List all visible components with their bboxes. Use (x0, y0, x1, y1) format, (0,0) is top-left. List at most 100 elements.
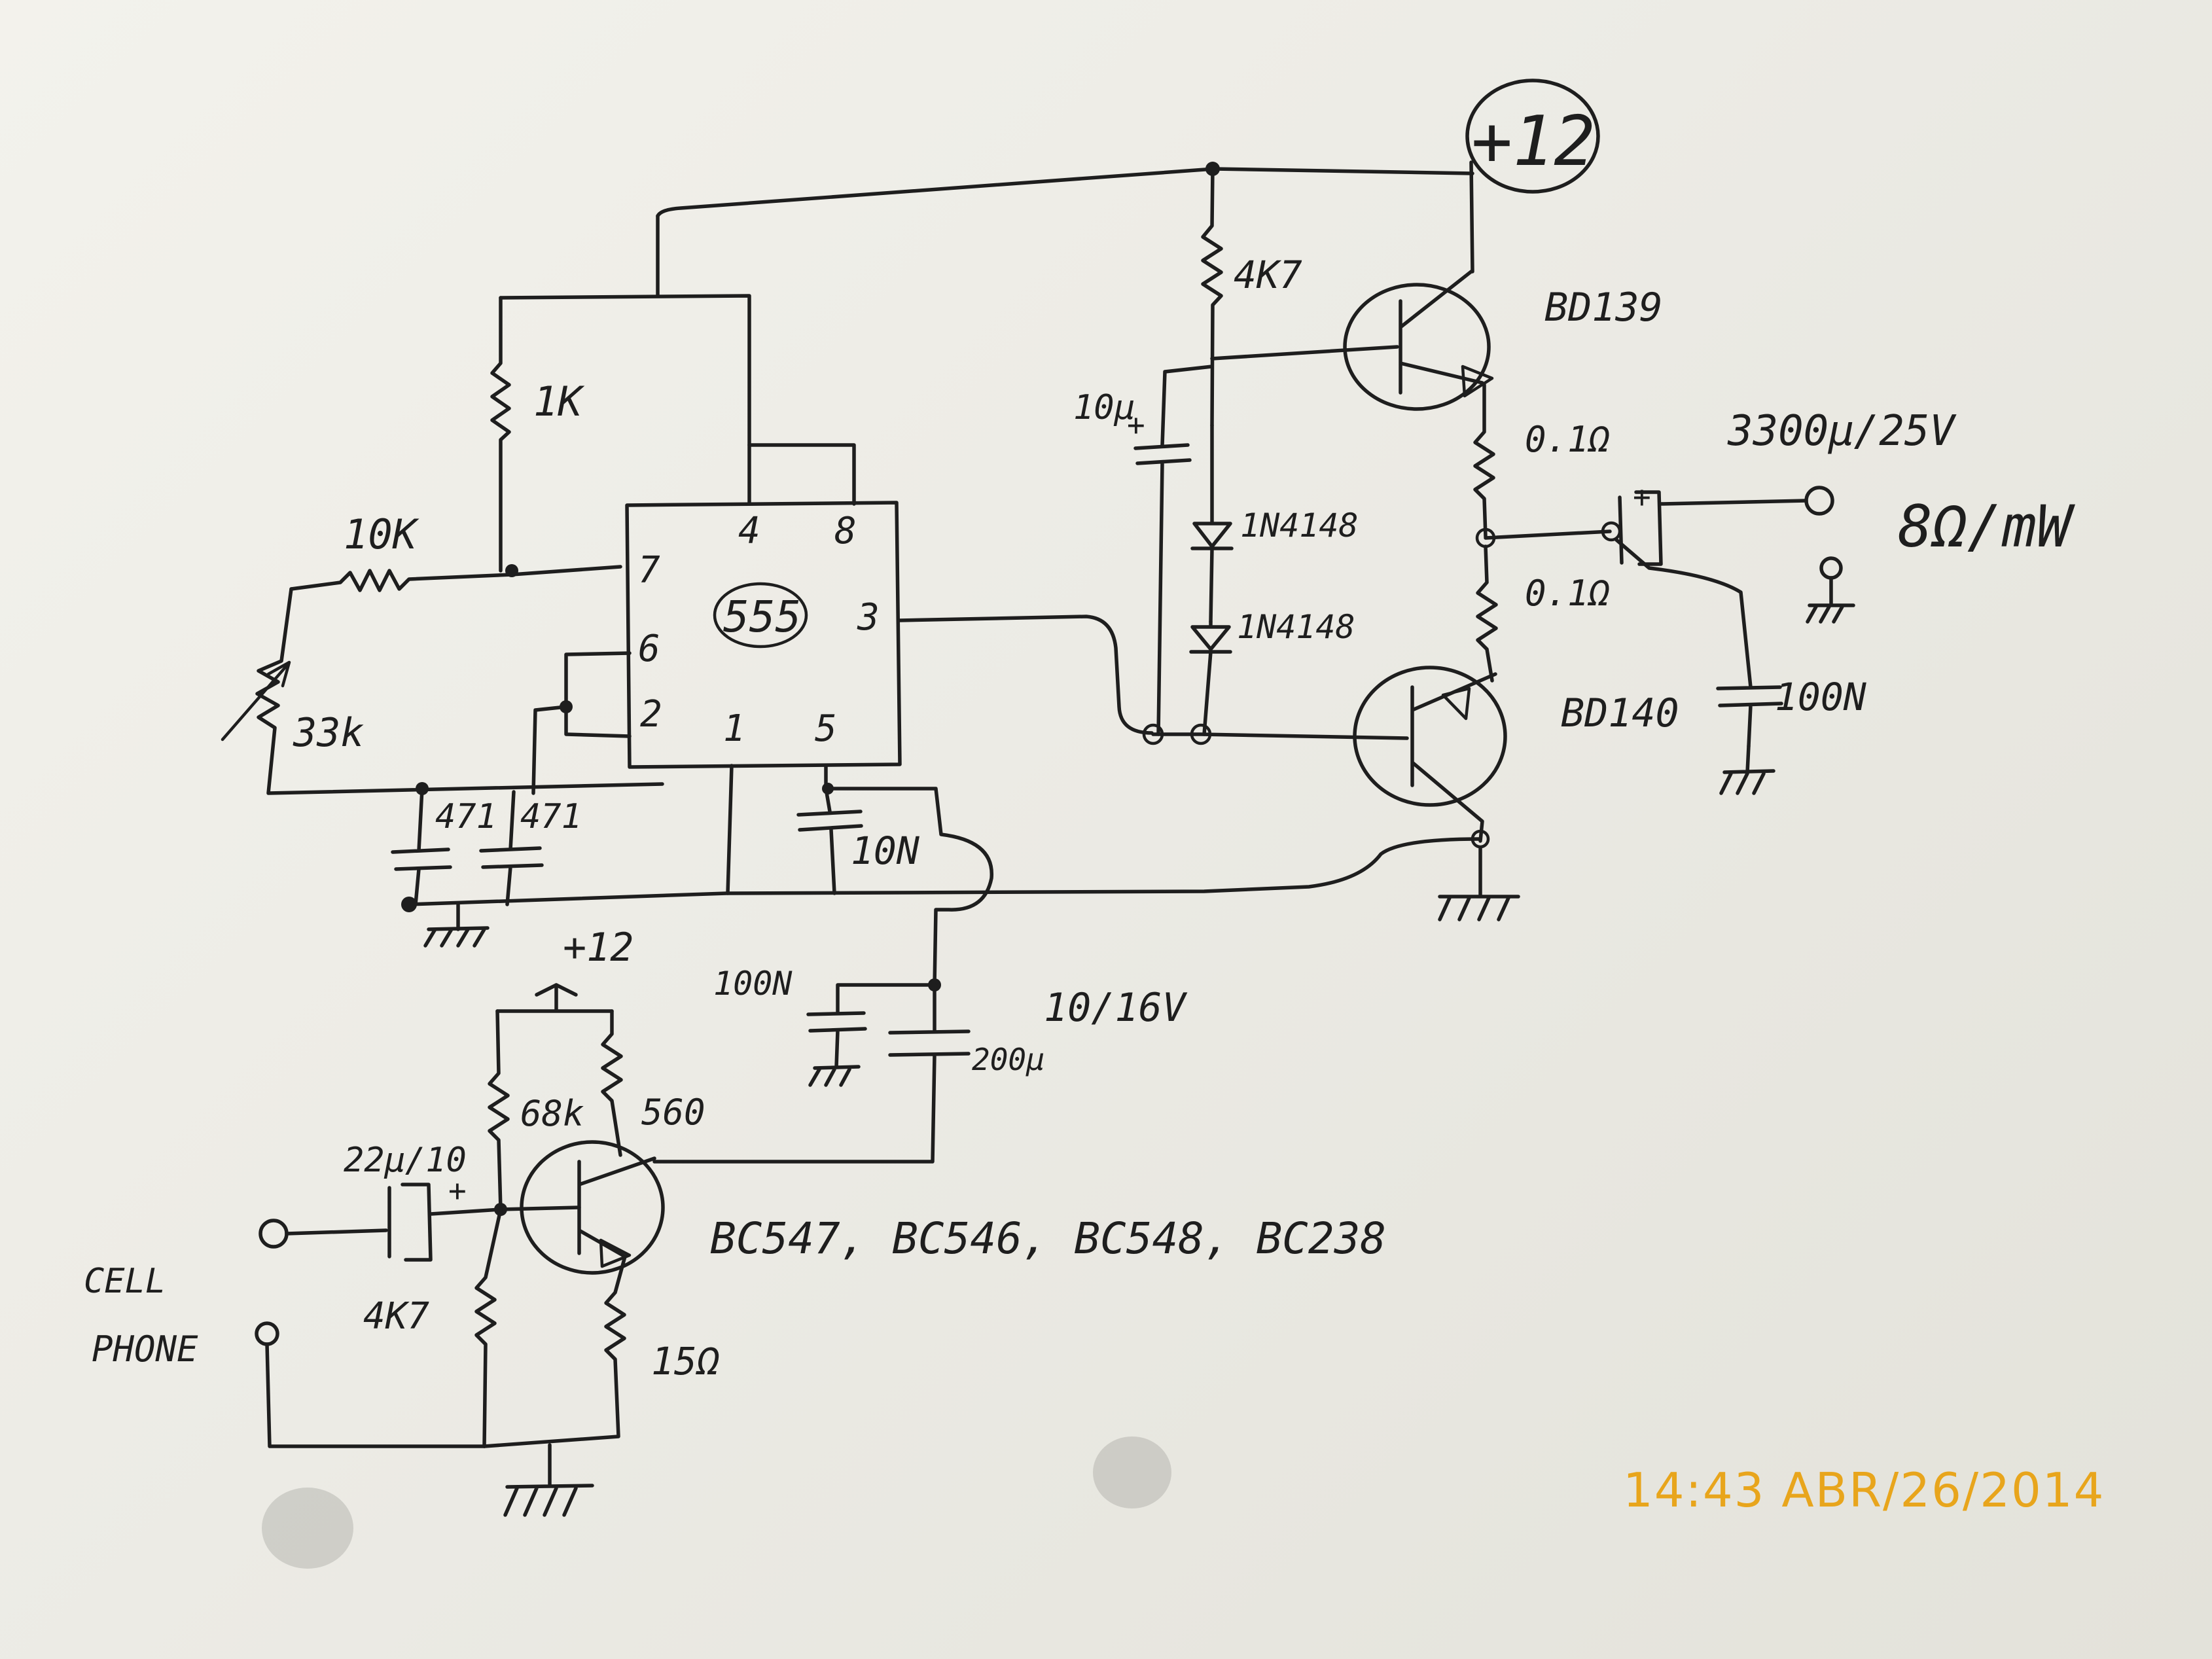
capacitor-200u (652, 983, 971, 1164)
potentiometer-33k (255, 587, 664, 795)
pin8-label: 8 (834, 510, 857, 552)
photo-timestamp: 14:43 ABR/26/2014 (1623, 1463, 2105, 1518)
cell-phone-ground-terminal[interactable] (255, 1321, 279, 1346)
pin3-label: 3 (857, 596, 880, 639)
cell-phone-input-terminal[interactable] (259, 1219, 289, 1249)
resistor-0r1-b (1476, 544, 1498, 683)
capacitor-10u (1133, 365, 1214, 736)
supply-top-label: +12 (1471, 101, 1596, 181)
resistor-68k (488, 1009, 510, 1211)
capacitor-471-b (479, 790, 544, 906)
resistor-4k7-top-label: 4K7 (1234, 253, 1302, 297)
transistor-bd140-label: BD140 (1561, 690, 1679, 736)
bd139-base-wire (1210, 345, 1399, 361)
capacitor-100n-input-label: 100N (713, 965, 793, 1003)
capacitor-10u-plus: + (1127, 407, 1145, 442)
resistor-15r-label: 15Ω (651, 1339, 720, 1383)
trigger-to-timing-wire (531, 705, 568, 795)
bd139-collector-wire (1469, 160, 1474, 274)
capacitor-200u-label: 200µ (972, 1042, 1044, 1077)
pot-wiper-arrow (221, 660, 291, 741)
pin2-label: 2 (640, 693, 662, 736)
transistor-bd139-label: BD139 (1544, 285, 1663, 330)
ground-symbol-speaker (1806, 576, 1855, 624)
resistor-1k (490, 296, 511, 573)
resistor-560-label: 560 (641, 1092, 705, 1133)
diode-a-label: 1N4148 (1240, 507, 1359, 544)
resistor-560 (601, 1009, 623, 1157)
paper-smudge (1093, 1436, 1171, 1508)
resistor-0r1-a-label: 0.1Ω (1525, 419, 1611, 460)
pin7-label: 7 (638, 549, 660, 592)
diode-b-label: 1N4148 (1237, 608, 1355, 646)
capacitor-10-16v-label: 10/16V (1044, 985, 1188, 1031)
diode-1n4148-b (1189, 620, 1232, 736)
capacitor-22u (285, 1183, 503, 1262)
resistor-15r (482, 1255, 627, 1448)
capacitor-10n-label: 10N (851, 829, 920, 873)
pin4-label: 4 (738, 510, 760, 552)
transistor-bc547 (577, 1156, 656, 1258)
resistor-10k (289, 565, 622, 592)
capacitor-3300u-plus: + (1633, 479, 1651, 514)
resistor-4k7-bottom-label: 4K7 (363, 1295, 429, 1338)
ic-555-circle (713, 582, 808, 649)
transistor-bd139 (1399, 270, 1484, 395)
cap-plus-node (1601, 521, 1622, 542)
resistor-0r1-b-label: 0.1Ω (1525, 573, 1611, 614)
resistor-4k7-bottom (474, 1207, 503, 1448)
driver-base-wire (1151, 732, 1409, 740)
supply-bottom-label: +12 (563, 925, 633, 971)
pin1-ground-wire (726, 764, 734, 895)
input-phone-label: PHONE (92, 1329, 198, 1370)
diode-1n4148-a (1190, 423, 1234, 624)
pin6-pin2-wire (564, 651, 632, 738)
ground-symbol-output (1438, 846, 1520, 921)
ic-555-body (625, 501, 902, 769)
capacitor-471-a (391, 787, 452, 906)
ground-branch-wire (824, 787, 993, 987)
ground-symbol-input (503, 1443, 594, 1517)
base-wire (499, 1205, 581, 1211)
speaker-negative-terminal[interactable] (1819, 556, 1843, 580)
capacitor-471-a-label: 471 (435, 797, 497, 836)
capacitor-22u-label: 22µ/10 (344, 1141, 467, 1180)
paper-smudge (262, 1488, 353, 1569)
capacitor-100n-input (806, 983, 937, 1087)
ground-bus-wire (407, 837, 1481, 906)
input-return-wire (265, 1342, 486, 1448)
speaker-positive-wire (1659, 499, 1808, 506)
speaker-positive-terminal[interactable] (1804, 486, 1834, 516)
capacitor-100n-output-label: 100N (1775, 675, 1867, 719)
capacitor-10u-label: 10µ (1073, 388, 1135, 427)
resistor-68k-label: 68k (520, 1093, 584, 1134)
transistor-bd140 (1410, 672, 1497, 843)
transistor-bd140-circle (1353, 666, 1507, 807)
pot-33k-label: 33k (293, 710, 364, 756)
capacitor-3300u-label: 3300µ/25V (1727, 407, 1957, 455)
supply-rail-wire (656, 167, 1474, 218)
ic-555-label: 555 (723, 592, 801, 642)
transistor-bc547-label: BC547, BC546, BC548, BC238 (710, 1213, 1386, 1264)
bd139-emitter-arrow (1461, 365, 1494, 398)
pin5-label: 5 (815, 707, 837, 750)
resistor-0r1-a (1473, 383, 1495, 539)
bc547-emitter-arrow (599, 1238, 632, 1268)
capacitor-22u-plus: + (448, 1173, 467, 1208)
supply-circle (1465, 79, 1600, 194)
pin6-label: 6 (638, 628, 660, 670)
supply-bottom-wire (495, 983, 614, 1013)
ground-symbol-zobel (1719, 744, 1775, 795)
resistor-4k7-top (1201, 167, 1223, 427)
speaker-label: 8Ω/mW (1898, 493, 2076, 560)
capacitor-100n-output (1614, 538, 1783, 748)
capacitor-471-b-label: 471 (520, 797, 582, 836)
resistor-10k-label: 10K (344, 510, 419, 558)
input-cell-label: CELL (84, 1262, 166, 1301)
bd140-emitter-arrow (1441, 687, 1471, 721)
resistor-1k-label: 1K (533, 378, 584, 425)
ground-symbol-timing (423, 902, 490, 948)
transistor-bd139-circle (1343, 283, 1491, 411)
